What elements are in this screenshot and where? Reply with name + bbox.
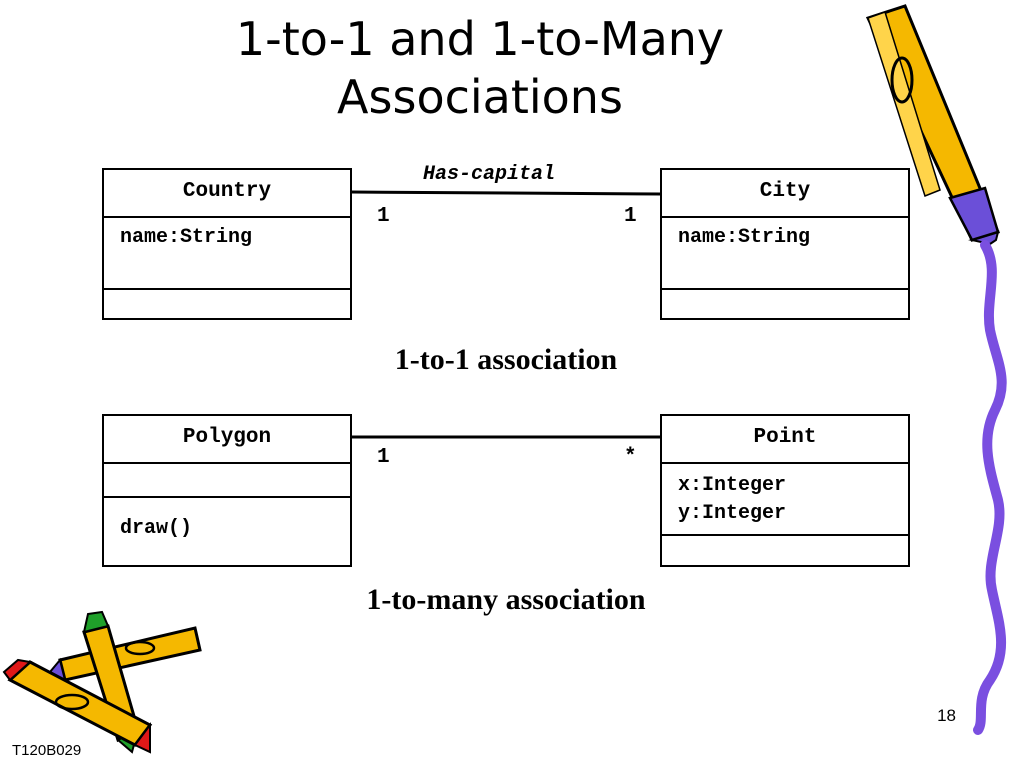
class-city: City name:String xyxy=(660,168,910,320)
slide-title-line-1: 1-to-1 and 1-to-Many xyxy=(235,12,725,66)
class-polygon-operation: draw() xyxy=(120,517,193,540)
class-point-name: Point xyxy=(662,416,908,464)
pencil-top-right-icon xyxy=(865,4,1001,246)
class-point-attribute-x: x:Integer xyxy=(678,474,787,497)
class-point: Point x:Integer y:Integer xyxy=(660,414,910,567)
multiplicity-country: 1 xyxy=(377,205,390,228)
class-point-attributes: x:Integer y:Integer xyxy=(662,464,908,536)
pencils-bottom-left-icon xyxy=(2,610,202,754)
class-city-attribute: name:String xyxy=(678,226,811,249)
class-city-attributes: name:String xyxy=(662,218,908,290)
slide-title-line-2: Associations xyxy=(337,70,623,124)
class-polygon-attributes xyxy=(104,464,350,498)
squiggle-line-icon xyxy=(973,240,1007,735)
class-country-attribute: name:String xyxy=(120,226,253,249)
class-country-name: Country xyxy=(104,170,350,218)
slide-title: 1-to-1 and 1-to-Many Associations xyxy=(120,10,840,126)
multiplicity-point: * xyxy=(624,446,637,469)
caption-one-to-one: 1-to-1 association xyxy=(394,343,618,376)
footer-course-code: T120B029 xyxy=(12,742,82,759)
class-point-attribute-y: y:Integer xyxy=(678,502,787,525)
class-city-name: City xyxy=(662,170,908,218)
multiplicity-polygon: 1 xyxy=(377,446,390,469)
class-country-attributes: name:String xyxy=(104,218,350,290)
has-capital-association-line xyxy=(350,190,662,196)
association-name-has-capital: Has-capital xyxy=(423,163,556,186)
class-polygon: Polygon draw() xyxy=(102,414,352,567)
caption-one-to-many: 1-to-many association xyxy=(366,583,646,616)
multiplicity-city: 1 xyxy=(624,205,637,228)
class-polygon-name: Polygon xyxy=(104,416,350,464)
class-country: Country name:String xyxy=(102,168,352,320)
slide-number: 18 xyxy=(937,706,956,725)
class-polygon-operations: draw() xyxy=(104,498,350,543)
